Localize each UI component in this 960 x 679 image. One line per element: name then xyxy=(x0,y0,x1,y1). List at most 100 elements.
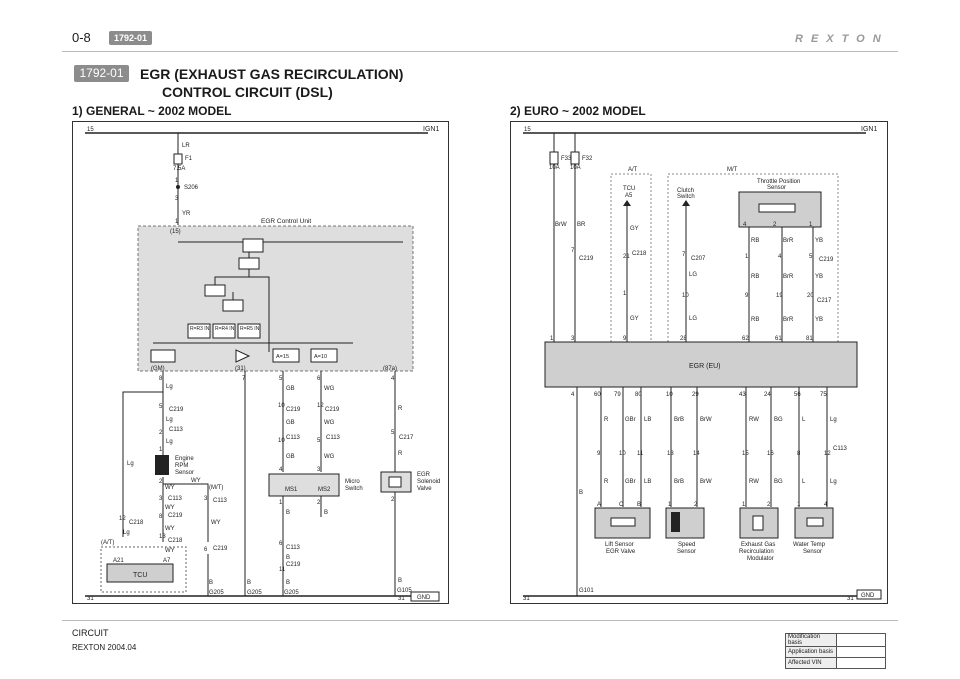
eu-comp-3-line-2: Recirculation xyxy=(739,549,774,555)
gen-relay-1: R=R3 IN xyxy=(190,326,210,332)
eu-comp-4-line-1: Water Temp xyxy=(793,542,826,548)
gen-pin-3: 3 xyxy=(159,496,163,502)
eu-comp-pin-4: 4 xyxy=(824,502,828,508)
gen-egr-valve-2: Solenoid xyxy=(417,479,440,485)
eu-tps-1: Throttle Position xyxy=(757,179,800,185)
eu-comp-4-line-2: Sensor xyxy=(803,549,822,555)
eu-c217-pin-19: 19 xyxy=(776,293,783,299)
eu-c113-pin-13: 13 xyxy=(667,451,674,457)
eu-c219-pin-5: 5 xyxy=(809,254,813,260)
section-tag: 1792-01 xyxy=(109,31,152,45)
gen-conn-c217: C217 xyxy=(399,435,414,441)
gen-ground-3: G205 xyxy=(284,590,299,596)
eu-wire-bg-1: BG xyxy=(774,417,783,423)
footer-rule xyxy=(62,620,898,621)
gen-relay-3: R=R5 IN xyxy=(240,326,260,332)
eu-comp-pin-1a: 1 xyxy=(668,502,672,508)
gen-micro-1: Micro xyxy=(345,479,360,485)
gen-tcu-pin-a21: A21 xyxy=(113,558,124,564)
gen-wire-b-6: B xyxy=(286,580,290,586)
eu-c113-pin-10: 10 xyxy=(619,451,626,457)
eu-wire-brw: BrW xyxy=(555,222,567,228)
gen-bottom-node: 31 xyxy=(87,596,94,602)
section-euro-heading: 2) EURO ~ 2002 MODEL xyxy=(510,104,646,118)
gen-ms1: MS1 xyxy=(285,487,298,493)
gen-ms2: MS2 xyxy=(318,487,331,493)
eu-comp-3-line-3: Modulator xyxy=(747,556,774,562)
gen-amp-1: A=15 xyxy=(276,354,289,360)
gen-conn-c219-2: C219 xyxy=(168,513,183,519)
eu-ecu-bot-79: 79 xyxy=(614,392,621,398)
gen-tcu-pin-a7: A7 xyxy=(163,558,171,564)
title-tag: 1792-01 xyxy=(74,65,129,82)
gen-fuse: F1 xyxy=(185,156,193,162)
gen-conn-c219-6: C219 xyxy=(286,562,301,568)
gen-wire-wg-1: WG xyxy=(324,386,335,392)
gen-tcu: TCU xyxy=(133,572,147,579)
eu-wire-b: B xyxy=(579,490,583,496)
eu-conn-c219-a: C219 xyxy=(579,256,594,262)
gen-pin-3c: 3 xyxy=(317,467,321,473)
eu-comp-pin-2a: 2 xyxy=(694,502,698,508)
eu-c113-pin-15: 15 xyxy=(742,451,749,457)
eu-ecu-bot-60: 60 xyxy=(594,392,601,398)
gen-wire-wy-6: WY xyxy=(165,548,175,554)
eu-pin-21: 21 xyxy=(623,254,630,260)
eu-wire-br: BR xyxy=(577,222,586,228)
gen-unit-pin-5: 5 xyxy=(279,376,283,382)
eu-tps-pin-4: 4 xyxy=(743,222,747,228)
gen-wire-lg-1: Lg xyxy=(166,384,173,390)
revision-row-1: Modification basis xyxy=(785,633,837,647)
gen-wire-b-5: B xyxy=(286,555,290,561)
gen-fuse-rating: 7.5A xyxy=(173,166,185,172)
gen-unit-pin-4: 4 xyxy=(391,376,395,382)
gen-unit-pin-top-label: (15) xyxy=(170,229,181,235)
eu-pin-7a: 7 xyxy=(571,248,575,254)
eu-wire-rw-1: RW xyxy=(749,417,759,423)
page-title: EGR (EXHAUST GAS RECIRCULATION) xyxy=(140,66,404,82)
gen-pin-1-rpm: 1 xyxy=(159,447,163,453)
eu-tcu-a5: A5 xyxy=(625,193,633,199)
eu-fuse-rating-2: 10A xyxy=(570,165,581,171)
gen-unit-pin-top: 1 xyxy=(175,219,179,225)
eu-ecu-pin-3: 3 xyxy=(571,336,575,342)
eu-comp-pin-a: A xyxy=(597,502,601,508)
gen-conn-c113-1: C113 xyxy=(169,427,184,433)
eu-wire-brb-2: BrB xyxy=(674,479,684,485)
eu-fuse-1: F33 xyxy=(561,156,572,162)
eu-ecu-pin-1: 1 xyxy=(550,336,554,342)
eu-ecu-pin-9: 9 xyxy=(623,336,627,342)
gen-wire-wy-1: WY xyxy=(165,485,175,491)
eu-ecu-title: EGR (EU) xyxy=(689,363,721,370)
gen-amp-2: A=10 xyxy=(314,354,327,360)
eu-wire-r-2: R xyxy=(604,479,609,485)
gen-conn-c219-5: C219 xyxy=(325,407,340,413)
gen-rpm-1: Engine xyxy=(175,456,194,462)
gen-wire-b-3: B xyxy=(286,510,290,516)
gen-wire-at: (A/T) xyxy=(101,540,114,546)
eu-c217-pin-20: 20 xyxy=(807,293,814,299)
eu-wire-lg-3: Lg xyxy=(830,417,837,423)
gen-wire-lg-4: Lg xyxy=(127,461,134,467)
eu-comp-1-line-1: Lift Sensor xyxy=(605,542,634,548)
gen-wire-r-1: R xyxy=(398,406,403,412)
gen-wire-wy-mt: (M/T) xyxy=(209,485,223,491)
eu-wire-gy-1: GY xyxy=(630,226,639,232)
eu-conn-c207: C207 xyxy=(691,256,706,262)
eu-tcu: TCU xyxy=(623,186,635,192)
eu-c113-pin-12: 12 xyxy=(824,451,831,457)
gen-wire-lg-3: Lg xyxy=(166,439,173,445)
gen-wire-gb-3: GB xyxy=(286,454,295,460)
eu-c113-pin-8: 8 xyxy=(797,451,801,457)
eu-comp-pin-b: B xyxy=(637,502,641,508)
gen-wire-gb-2: GB xyxy=(286,420,295,426)
eu-mt: M/T xyxy=(727,167,738,173)
gen-wire-wy-4: WY xyxy=(211,520,221,526)
eu-wire-rb-3: RB xyxy=(751,317,759,323)
gen-top-node: 15 xyxy=(87,127,94,133)
gen-conn-c219-3: C219 xyxy=(213,546,228,552)
footer-model: REXTON 2004.04 xyxy=(72,643,137,652)
eu-wire-yb-1: YB xyxy=(815,238,823,244)
gen-rpm-2: RPM xyxy=(175,463,188,469)
eu-comp-3-line-1: Exhaust Gas xyxy=(741,542,775,548)
